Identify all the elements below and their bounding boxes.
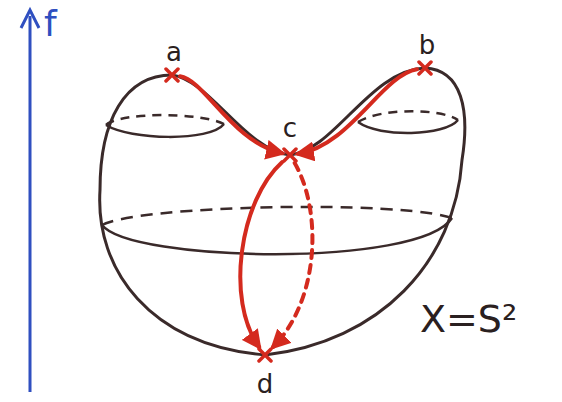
sphere-outline [100, 68, 465, 355]
point-label: a [166, 39, 182, 65]
function-label: f [44, 6, 57, 42]
level-back-right [358, 111, 458, 122]
level-front-right [358, 120, 458, 133]
critical-point [164, 67, 180, 83]
flow-line [298, 69, 417, 153]
critical-point [257, 347, 273, 363]
level-front-left [106, 124, 224, 137]
cross-mark [257, 347, 273, 363]
critical-point [417, 60, 433, 76]
point-label: c [283, 115, 297, 141]
f-axis-head [21, 10, 39, 28]
point-label: d [257, 371, 274, 397]
cross-mark [417, 60, 433, 76]
level-back-left [106, 115, 224, 125]
hidden-flow-line [273, 163, 312, 347]
space-label: X=S² [420, 300, 517, 338]
flow-line [180, 76, 282, 153]
cross-mark [282, 147, 298, 163]
level-back-middle [102, 207, 452, 225]
level-front-middle [102, 218, 452, 254]
point-label: b [419, 32, 436, 58]
critical-point [282, 147, 298, 163]
f-axis [29, 16, 32, 392]
flow-line [240, 162, 282, 347]
cross-mark [164, 67, 180, 83]
